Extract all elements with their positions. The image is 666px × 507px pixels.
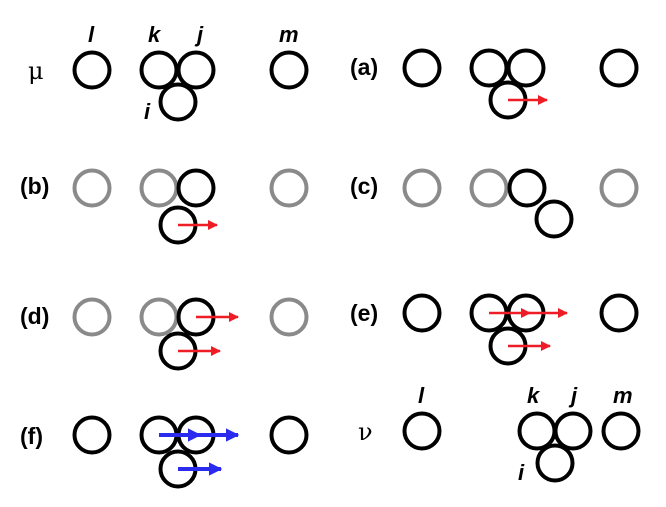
particle-l bbox=[402, 293, 442, 333]
particle-l bbox=[72, 297, 112, 337]
nu-label: ν bbox=[358, 418, 373, 446]
particle-m bbox=[269, 50, 309, 90]
panel-c-label: (c) bbox=[350, 173, 378, 199]
particle-i bbox=[158, 82, 198, 122]
particle-k bbox=[139, 168, 179, 208]
panel-b-label: (b) bbox=[20, 173, 49, 199]
index-j: j bbox=[194, 22, 204, 47]
panel-c: (c) bbox=[350, 168, 639, 239]
particle-i bbox=[534, 199, 574, 239]
particle-l bbox=[402, 168, 442, 208]
particle-i bbox=[535, 443, 575, 483]
index-k: k bbox=[148, 22, 162, 47]
index-k: k bbox=[527, 383, 541, 408]
particle-m bbox=[601, 411, 641, 451]
particle-m bbox=[269, 415, 309, 455]
index-m: m bbox=[279, 22, 299, 47]
particle-m bbox=[599, 48, 639, 88]
index-l: l bbox=[418, 383, 425, 408]
particle-k bbox=[469, 168, 509, 208]
panel-a: (a) bbox=[350, 48, 639, 120]
particle-l bbox=[72, 50, 112, 90]
particle-m bbox=[599, 168, 639, 208]
panel-d-label: (d) bbox=[20, 303, 49, 329]
index-m: m bbox=[613, 383, 633, 408]
particle-m bbox=[269, 168, 309, 208]
particle-l bbox=[72, 168, 112, 208]
index-j: j bbox=[568, 383, 578, 408]
panel-e-label: (e) bbox=[350, 300, 378, 326]
particle-j bbox=[176, 168, 216, 208]
panel-d: (d) bbox=[20, 297, 309, 371]
panel-f-label: (f) bbox=[20, 423, 43, 449]
particle-k bbox=[139, 297, 179, 337]
panel-f: (f) bbox=[20, 415, 309, 489]
particle-j bbox=[506, 48, 546, 88]
particle-j bbox=[507, 168, 547, 208]
particle-k bbox=[517, 411, 557, 451]
particle-l bbox=[402, 48, 442, 88]
panel-nu: ν l k j m i bbox=[358, 383, 641, 485]
particle-k bbox=[469, 48, 509, 88]
panel-e: (e) bbox=[350, 293, 639, 366]
particle-m bbox=[269, 297, 309, 337]
panel-b: (b) bbox=[20, 168, 309, 245]
particle-j bbox=[176, 50, 216, 90]
mu-label: μ bbox=[28, 57, 44, 85]
index-l: l bbox=[88, 22, 95, 47]
index-i: i bbox=[518, 460, 525, 485]
particle-l bbox=[402, 411, 442, 451]
particle-k bbox=[139, 50, 179, 90]
panel-mu: μ l k j m i bbox=[28, 22, 309, 124]
particle-l bbox=[72, 415, 112, 455]
panel-a-label: (a) bbox=[350, 54, 378, 80]
particle-m bbox=[599, 293, 639, 333]
particle-j bbox=[553, 411, 593, 451]
index-i: i bbox=[144, 99, 151, 124]
